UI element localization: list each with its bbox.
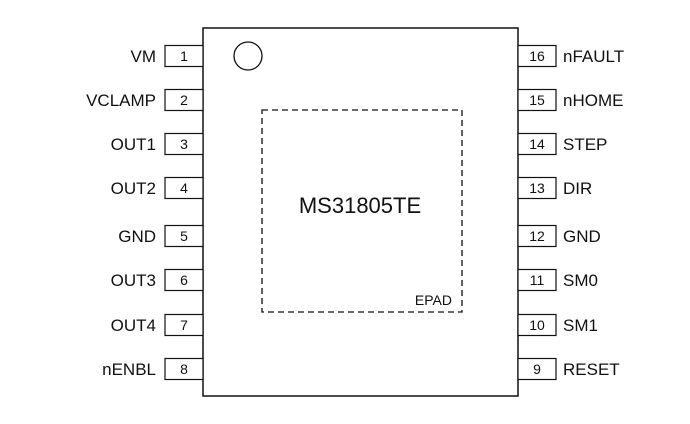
pin-label: VM xyxy=(131,47,157,66)
pin-2: 2 VCLAMP xyxy=(86,88,204,112)
exposed-pad xyxy=(261,109,463,313)
pin-label: SM1 xyxy=(563,316,598,335)
pin-number: 16 xyxy=(529,48,545,64)
pin-box xyxy=(517,176,557,200)
pin-label: OUT2 xyxy=(111,179,156,198)
pin-8: 8 nENBL xyxy=(102,357,204,381)
pin-label: VCLAMP xyxy=(86,91,156,110)
pin-box xyxy=(517,224,557,248)
pin-box xyxy=(164,224,204,248)
pin-number: 7 xyxy=(180,317,188,333)
pin-number: 9 xyxy=(533,361,541,377)
pin-label: nFAULT xyxy=(563,47,624,66)
pin-label: nENBL xyxy=(102,360,156,379)
left-pins: 1 VM 2 VCLAMP 3 OUT1 4 OUT2 5 GND 6 OUT3 7 OUT4 8 nENBL xyxy=(86,44,204,381)
pin-box xyxy=(164,44,204,68)
pin-number: 3 xyxy=(180,136,188,152)
pin-label: nHOME xyxy=(563,91,623,110)
pin-label: DIR xyxy=(563,179,592,198)
pin1-marker-circle xyxy=(233,41,263,71)
pin-box xyxy=(164,176,204,200)
pin-box xyxy=(517,88,557,112)
pin-5: 5 GND xyxy=(118,224,204,248)
pin-box xyxy=(164,313,204,337)
pin-1: 1 VM xyxy=(131,44,204,68)
pin-label: OUT1 xyxy=(111,135,156,154)
pin-4: 4 OUT2 xyxy=(111,176,204,200)
pin-number: 6 xyxy=(180,272,188,288)
pin-number: 11 xyxy=(530,272,545,288)
pin-15: 15 nHOME xyxy=(517,88,623,112)
pin-label: OUT4 xyxy=(111,316,156,335)
pin-box xyxy=(517,132,557,156)
pin-label: STEP xyxy=(563,135,607,154)
pin-10: 10 SM1 xyxy=(517,313,598,337)
pin-label: RESET xyxy=(563,360,620,379)
pin-label: GND xyxy=(563,227,601,246)
pin-number: 10 xyxy=(529,317,545,333)
pin-label: SM0 xyxy=(563,271,598,290)
pin-number: 5 xyxy=(180,228,188,244)
epad-label: EPAD xyxy=(415,292,452,308)
pin-number: 2 xyxy=(180,92,188,108)
pin-box xyxy=(517,268,557,292)
pin-3: 3 OUT1 xyxy=(111,132,204,156)
pin-11: 11 SM0 xyxy=(517,268,598,292)
pin-number: 13 xyxy=(529,180,545,196)
pin-14: 14 STEP xyxy=(517,132,607,156)
pin-number: 4 xyxy=(180,180,188,196)
pin-box xyxy=(164,88,204,112)
pin-number: 1 xyxy=(180,48,188,64)
pin-box xyxy=(164,268,204,292)
pin-13: 13 DIR xyxy=(517,176,592,200)
pin-number: 15 xyxy=(529,92,545,108)
pin-number: 14 xyxy=(529,136,545,152)
part-number: MS31805TE xyxy=(299,193,421,218)
pin-12: 12 GND xyxy=(517,224,601,248)
pin-label: GND xyxy=(118,227,156,246)
pin-6: 6 OUT3 xyxy=(111,268,204,292)
pin-9: 9 RESET xyxy=(517,357,620,381)
chip-body xyxy=(202,27,519,397)
pin-box xyxy=(517,44,557,68)
pin-box xyxy=(164,132,204,156)
pin-number: 8 xyxy=(180,361,188,377)
pin-16: 16 nFAULT xyxy=(517,44,624,68)
pin-box xyxy=(164,357,204,381)
pin-box xyxy=(517,357,557,381)
pin-label: OUT3 xyxy=(111,271,156,290)
pin-box xyxy=(517,313,557,337)
pin-7: 7 OUT4 xyxy=(111,313,204,337)
right-pins: 16 nFAULT 15 nHOME 14 STEP 13 DIR 12 GND 11 SM0 10 SM… xyxy=(517,44,624,381)
pin-number: 12 xyxy=(529,228,545,244)
